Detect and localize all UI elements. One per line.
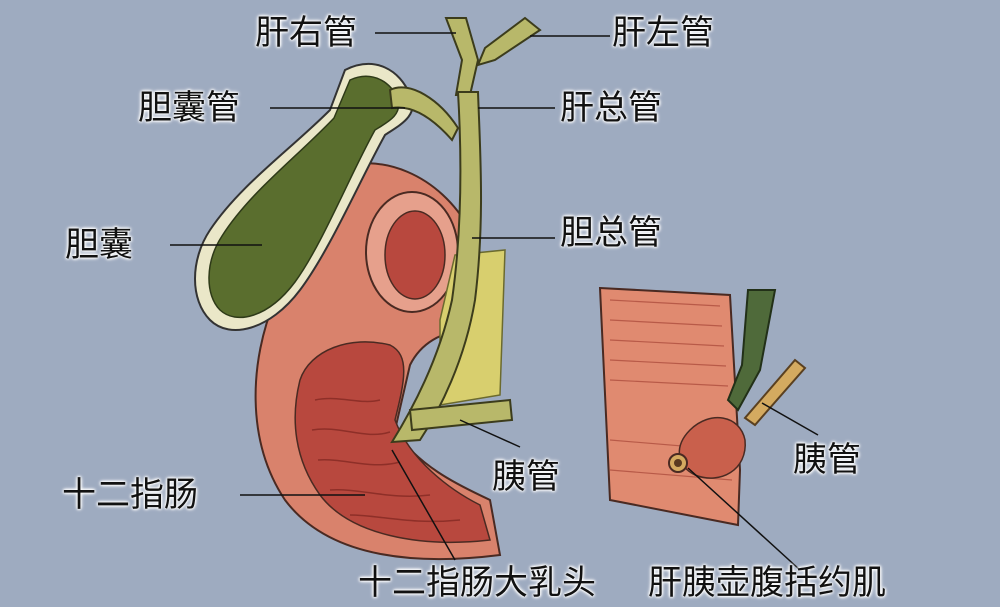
- label-common-hepatic-duct: 肝总管: [560, 88, 662, 128]
- label-sphincter-of-oddi: 肝胰壶腹括约肌: [648, 563, 886, 603]
- label-left-hepatic-duct: 肝左管: [612, 13, 714, 53]
- label-common-bile-duct: 胆总管: [560, 213, 662, 253]
- label-right-hepatic-duct: 肝右管: [255, 13, 357, 53]
- label-gallbladder: 胆囊: [65, 225, 133, 265]
- label-cystic-duct: 胆囊管: [138, 88, 240, 128]
- label-major-duodenal-papilla: 十二指肠大乳头: [358, 563, 596, 603]
- leader-lines: [170, 32, 819, 571]
- detail-view: [598, 286, 807, 527]
- label-duodenum: 十二指肠: [62, 475, 198, 515]
- bile-ducts: [388, 16, 542, 444]
- label-pancreatic-duct: 胰管: [492, 457, 560, 497]
- label-pancreatic-duct-detail: 胰管: [793, 440, 861, 480]
